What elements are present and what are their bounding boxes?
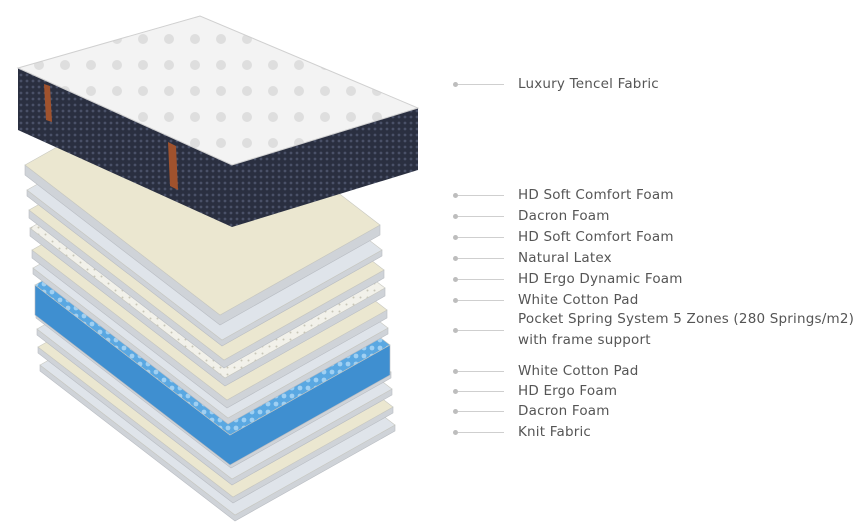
- leader-line: [458, 194, 504, 196]
- label-dacron-foam: Dacron Foam: [453, 206, 609, 226]
- bullet-dot: [453, 388, 458, 394]
- mattress-handle-front: [168, 142, 178, 190]
- bullet-dot: [453, 255, 458, 261]
- label-dacron-foam-2: Dacron Foam: [453, 401, 609, 421]
- label-white-cotton-pad-2: White Cotton Pad: [453, 361, 638, 381]
- bullet-dot: [453, 297, 458, 303]
- bullet-dot: [453, 327, 458, 333]
- bullet-dot: [453, 429, 458, 435]
- leader-line: [458, 299, 504, 301]
- label-hd-soft-comfort-foam: HD Soft Comfort Foam: [453, 185, 674, 205]
- leader-line: [458, 215, 504, 217]
- label-pocket-spring-system: Pocket Spring System 5 Zones (280 Spring…: [453, 311, 854, 348]
- bullet-dot: [453, 81, 458, 87]
- label-natural-latex: Natural Latex: [453, 248, 612, 268]
- bullet-dot: [453, 368, 458, 374]
- leader-line: [458, 236, 504, 238]
- pocket-spring-line1: Pocket Spring System 5 Zones (280 Spring…: [518, 311, 855, 327]
- leader-line: [458, 390, 504, 392]
- bullet-dot: [453, 276, 458, 282]
- mattress-side-front: [18, 68, 232, 227]
- pocket-spring-line2: with frame support: [518, 332, 651, 348]
- leader-line: [458, 431, 504, 433]
- label-hd-soft-comfort-foam-2: HD Soft Comfort Foam: [453, 227, 674, 247]
- leader-line: [458, 329, 504, 331]
- label-hd-ergo-foam: HD Ergo Foam: [453, 381, 617, 401]
- mattress-side-right: [232, 108, 418, 227]
- leader-line: [458, 83, 504, 85]
- leader-line: [458, 257, 504, 259]
- leader-line: [458, 278, 504, 280]
- label-luxury-tencel-fabric: Luxury Tencel Fabric: [453, 74, 659, 94]
- label-white-cotton-pad: White Cotton Pad: [453, 290, 638, 310]
- label-knit-fabric: Knit Fabric: [453, 422, 591, 442]
- bullet-dot: [453, 408, 458, 414]
- mattress-handle-left: [44, 84, 52, 122]
- bullet-dot: [453, 234, 458, 240]
- bullet-dot: [453, 213, 458, 219]
- mattress-quilted-top: [16, 15, 420, 166]
- leader-line: [458, 370, 504, 372]
- bullet-dot: [453, 192, 458, 198]
- leader-line: [458, 410, 504, 412]
- label-hd-ergo-dynamic-foam: HD Ergo Dynamic Foam: [453, 269, 682, 289]
